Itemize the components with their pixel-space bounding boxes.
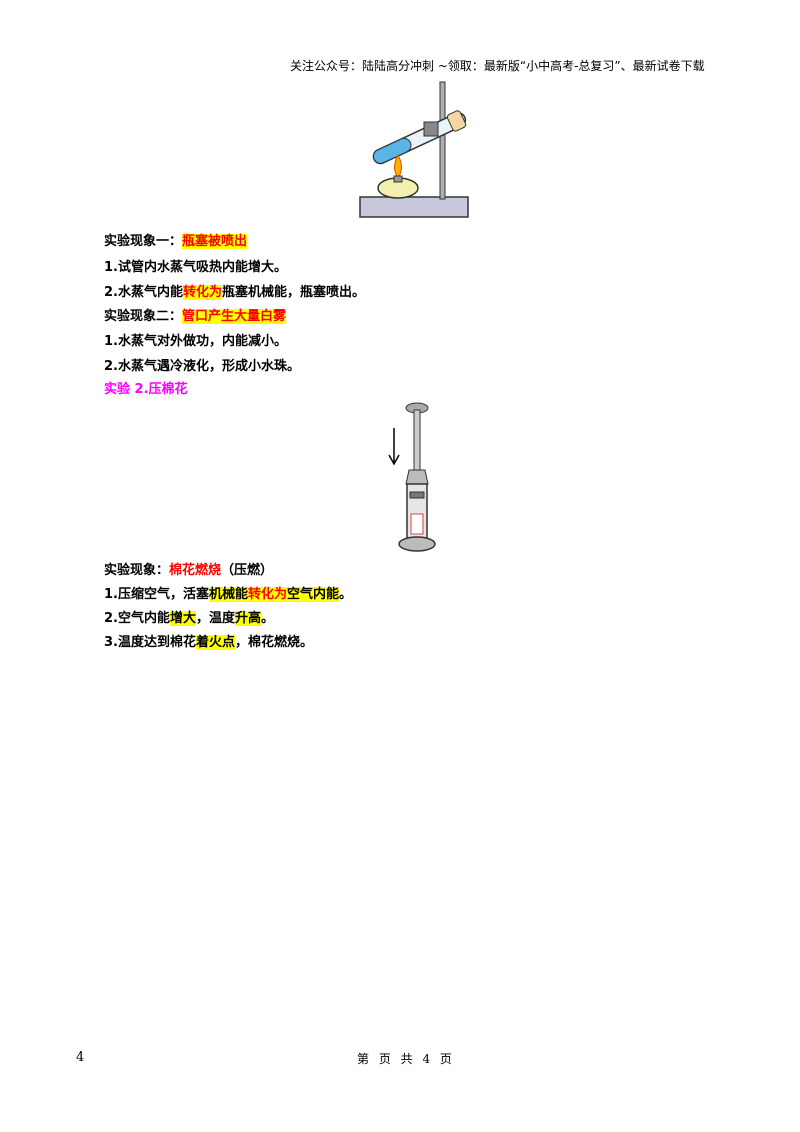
highlight-ignition-point: 着火点 [195,635,235,650]
experiment-2-title: 实验 2.压棉花 [104,382,188,397]
text-fragment: ，棉花燃烧。 [235,635,314,650]
phenomenon-1-detail-2: 2.水蒸气内能转化为瓶塞机械能，瓶塞喷出。 [104,284,365,302]
highlight-air-internal-energy: 空气内能 [287,587,340,602]
highlight-mechanical-energy: 机械能 [208,587,248,602]
phenomenon-2-detail-2: 2.水蒸气遇冷液化，形成小水珠。 [104,359,300,374]
phenomenon-value: 棉花燃烧 [169,563,222,578]
phenomenon-1-line: 实验现象一：瓶塞被喷出 [104,233,248,251]
text-fragment: 3.温度达到棉花 [104,635,196,650]
footer-page-number: 4 [76,1050,85,1065]
highlight-increase: 增大 [169,611,196,626]
piston-cylinder-figure [388,402,436,552]
highlight-convert: 转化为 [248,587,288,602]
experiment-2-detail-3: 3.温度达到棉花着火点，棉花燃烧。 [104,634,313,652]
phenomenon-1-value: 瓶塞被喷出 [182,234,248,249]
text-fragment: 2.水蒸气内能 [104,285,183,300]
phenomenon-1-detail-1: 1.试管内水蒸气吸热内能增大。 [104,260,287,275]
phenomenon-1-label: 实验现象一： [104,234,183,249]
phenomenon-2-label: 实验现象二： [104,309,183,324]
experiment-2-detail-2: 2.空气内能增大，温度升高。 [104,610,274,628]
phenomenon-label: 实验现象： [104,563,170,578]
text-fragment: 。 [339,587,353,602]
page-header: 关注公众号：陆陆高分冲刺 ~领取：最新版“小中高考-总复习”、最新试卷下载 [290,59,705,73]
phenomenon-2-value: 管口产生大量白雾 [182,309,287,324]
text-fragment: ，温度 [196,611,236,626]
highlight-rise: 升高 [235,611,262,626]
experiment-2-phenomenon: 实验现象：棉花燃烧（压燃） [104,562,273,580]
text-fragment: 。 [261,611,275,626]
test-tube-heating-figure [359,81,469,218]
text-fragment: 1.压缩空气，活塞 [104,587,209,602]
text-fragment: 2.空气内能 [104,611,170,626]
highlight-convert: 转化为 [182,285,222,300]
experiment-2-detail-1: 1.压缩空气，活塞机械能转化为空气内能。 [104,586,352,604]
footer-page-text: 第 页 共 4 页 [357,1052,452,1066]
phenomenon-2-line: 实验现象二：管口产生大量白雾 [104,308,287,326]
phenomenon-2-detail-1: 1.水蒸气对外做功，内能减小。 [104,334,287,349]
phenomenon-suffix: （压燃） [221,563,274,578]
text-fragment: 瓶塞机械能，瓶塞喷出。 [222,285,366,300]
